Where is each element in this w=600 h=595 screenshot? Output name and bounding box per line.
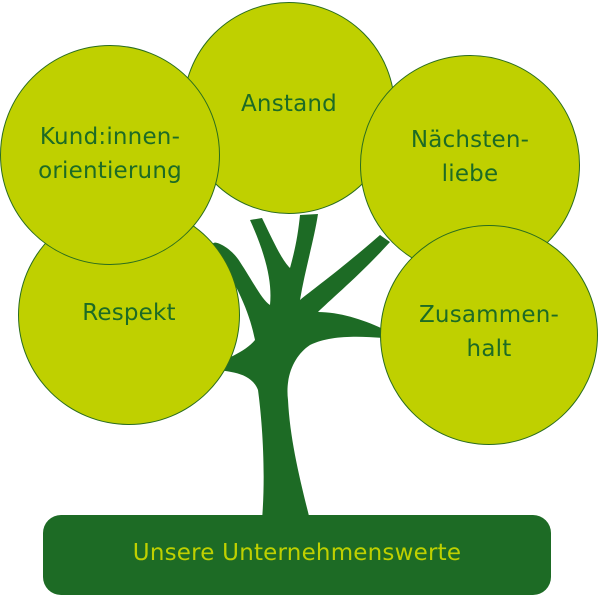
value-circle-naechstenliebe: Nächsten- liebe <box>360 55 580 275</box>
value-label-zusammenhalt: Zusammen- halt <box>418 302 560 362</box>
value-circle-anstand: Anstand <box>183 2 395 214</box>
value-label-respekt: Respekt <box>82 300 176 326</box>
value-label-anstand: Anstand <box>241 91 337 117</box>
value-circle-kundinnenorientierung: Kund:innen- orientierung <box>0 45 220 265</box>
diagram-title: Unsere Unternehmenswerte <box>132 540 462 566</box>
value-circle-zusammenhalt: Zusammen- halt <box>380 225 598 445</box>
value-label-naechstenliebe: Nächsten- liebe <box>410 127 530 187</box>
value-label-kundinnenorientierung: Kund:innen- orientierung <box>38 124 182 184</box>
title-base-bar: Unsere Unternehmenswerte <box>43 515 551 595</box>
